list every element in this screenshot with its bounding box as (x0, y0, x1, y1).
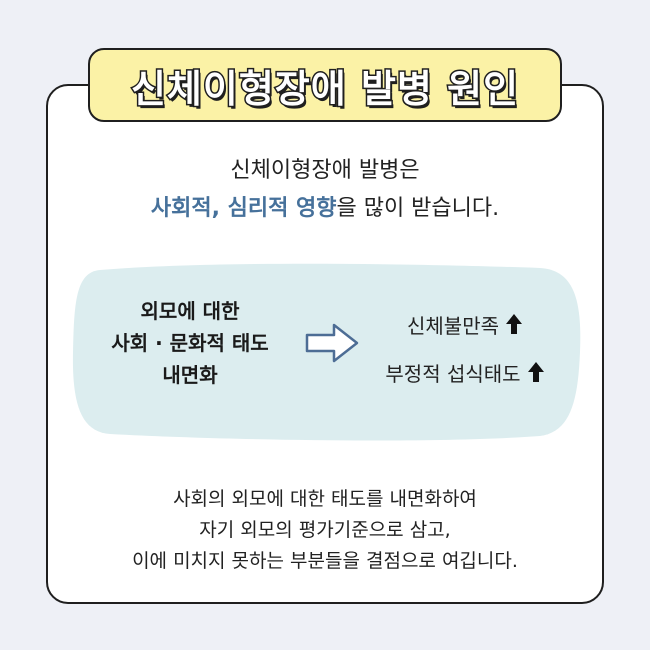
title-badge: 신체이형장애 발병 원인 (88, 48, 562, 122)
page-title: 신체이형장애 발병 원인 (129, 65, 520, 112)
intro-highlight: 사회적, 심리적 영향 (150, 196, 337, 221)
cause-line-3: 내면화 (162, 363, 218, 387)
intro-line-2: 사회적, 심리적 영향을 많이 받습니다. (0, 190, 650, 222)
cause-line-2: 사회 · 문화적 태도 (111, 331, 269, 355)
cause-box: 외모에 대한 사회 · 문화적 태도 내면화 (80, 295, 300, 391)
effect-item: 부정적 섭식태도 (360, 348, 570, 396)
outro-line-3: 이에 미치지 못하는 부분들을 결점으로 여깁니다. (132, 550, 518, 572)
right-arrow-icon (305, 323, 359, 363)
effect-label: 부정적 섭식태도 (385, 361, 521, 386)
intro-line-1: 신체이형장애 발병은 (230, 158, 420, 183)
intro-line-2-rest: 을 많이 받습니다. (336, 196, 500, 221)
outro-line-2: 자기 외모의 평가기준으로 삼고, (199, 519, 451, 541)
cause-line-1: 외모에 대한 (140, 299, 240, 323)
up-arrow-icon (506, 314, 522, 334)
effect-item: 신체불만족 (360, 300, 570, 348)
up-arrow-icon (527, 362, 544, 382)
outro-line-1: 사회의 외모에 대한 태도를 내면화하여 (173, 488, 477, 510)
effects-list: 신체불만족 부정적 섭식태도 (360, 300, 570, 396)
effect-label: 신체불만족 (407, 313, 499, 338)
